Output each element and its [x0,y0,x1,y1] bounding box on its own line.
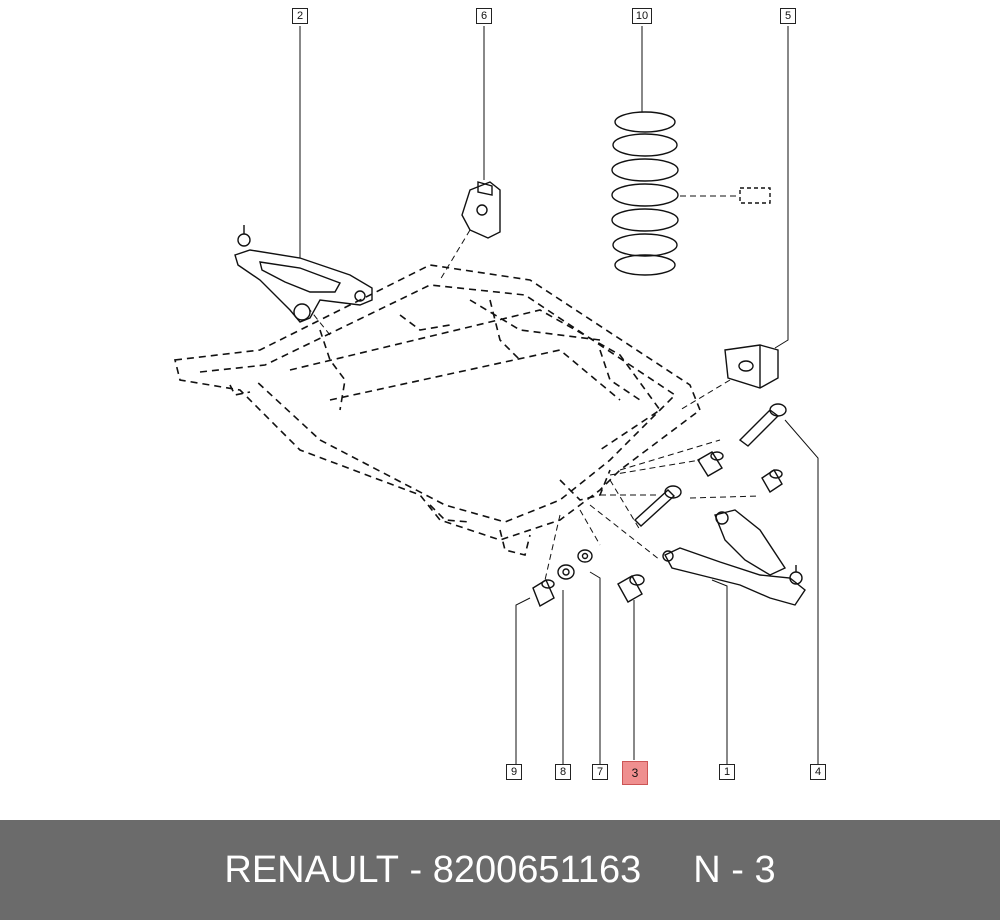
part-number: 8200651163 [432,848,642,891]
bushings [532,451,783,608]
callout-4: 4 [810,764,826,780]
separator: - [409,848,423,891]
upper-bracket [461,181,501,239]
coil-spring [611,111,771,276]
callout-3-highlighted: 3 [622,761,648,785]
bolts [633,403,787,527]
callout-8: 8 [555,764,571,780]
upper-control-arm [234,225,373,323]
callout-7: 7 [592,764,608,780]
part-info-footer: RENAULT - 8200651163 N - 3 [0,820,1000,920]
subframe [174,264,701,556]
side-bracket [724,344,779,389]
suspension-exploded-diagram [174,26,819,780]
callout-5: 5 [780,8,796,24]
callout-2: 2 [292,8,308,24]
callout-10: 10 [632,8,652,24]
callout-9: 9 [506,764,522,780]
assembly-lines [309,195,761,581]
leader-lines [299,26,819,780]
brand-name: RENAULT [224,848,399,891]
callout-6: 6 [476,8,492,24]
callout-1: 1 [719,764,735,780]
lower-control-arm [662,509,806,606]
diagram-position: N - 3 [693,848,776,891]
